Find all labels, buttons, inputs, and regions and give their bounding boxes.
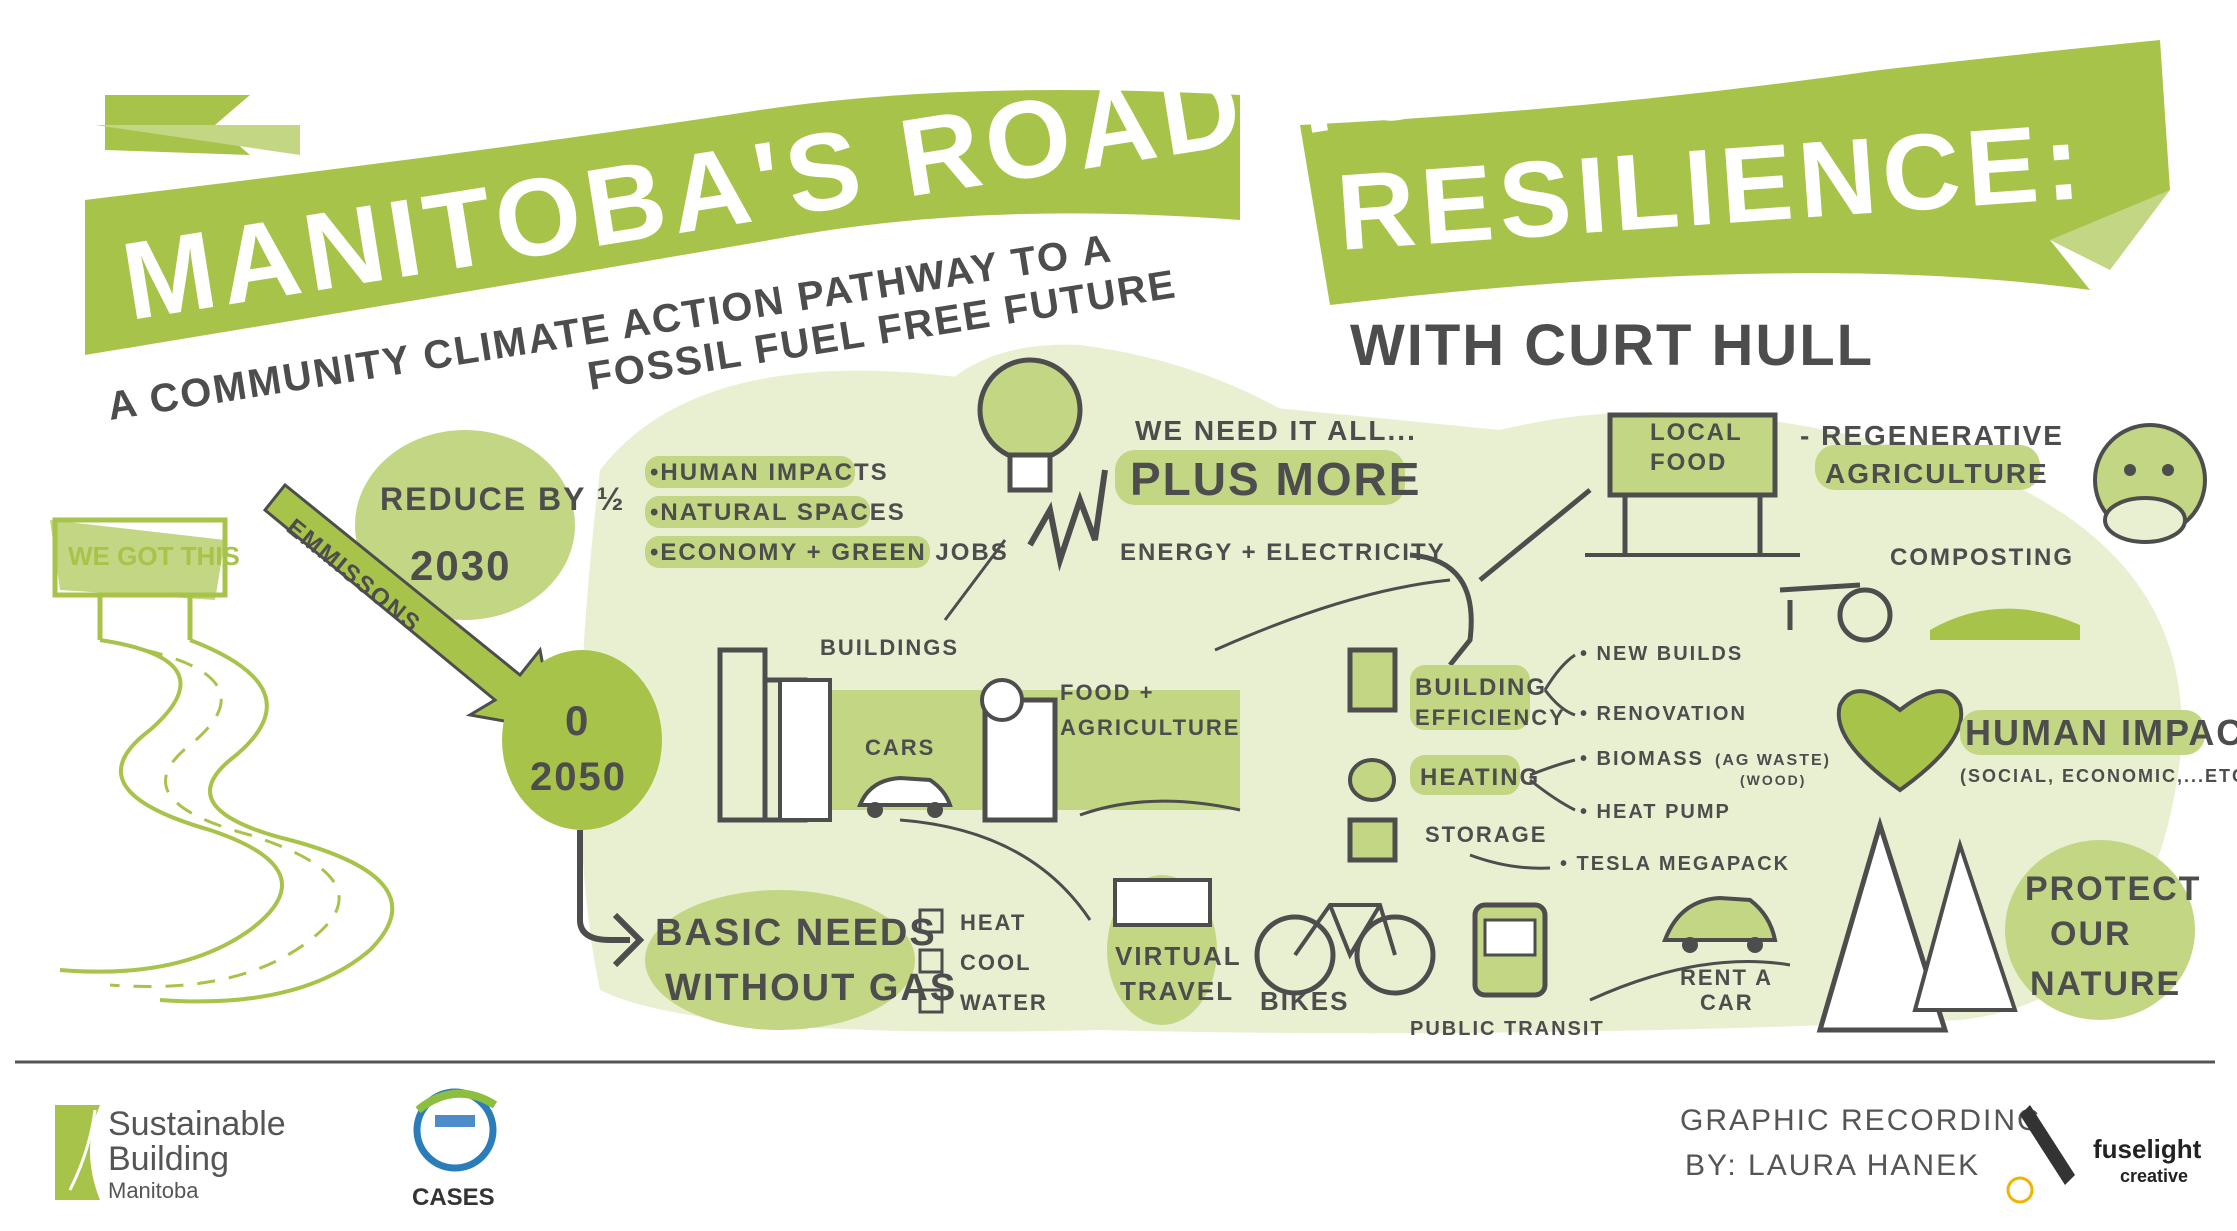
biomass-note-2: (WOOD)	[1740, 772, 1806, 788]
tractor-icon	[1779, 582, 2080, 643]
human-impacts-title: HUMAN IMPACTS	[1965, 712, 2237, 753]
transit-label: PUBLIC TRANSIT	[1410, 1018, 1605, 1040]
food-label-1: FOOD +	[1060, 680, 1155, 705]
sbm-logo	[55, 1105, 100, 1200]
local-food-1: LOCAL	[1650, 419, 1743, 446]
laptop-icon	[1113, 878, 1212, 927]
nature-circle	[2005, 840, 2195, 1020]
bus-icon	[1472, 902, 1548, 998]
bikes-label: BIKES	[1260, 986, 1349, 1016]
energy-arrow	[1409, 552, 1474, 667]
basic-needs-bubble	[645, 890, 915, 1030]
fuselight-name: fuselight	[2093, 1134, 2202, 1164]
tesla-megapack: • TESLA MEGAPACK	[1560, 853, 1790, 875]
fuselight-sub: creative	[2120, 1166, 2188, 1186]
new-builds: • NEW BUILDS	[1580, 643, 1743, 665]
fuselight-logo	[2006, 1105, 2075, 1204]
city-illustration	[717, 647, 1241, 823]
basic-line2: WITHOUT GAS	[665, 967, 957, 1009]
trees-icon	[1816, 816, 2018, 1033]
nature-line: OUR	[2050, 915, 2132, 953]
reduce-circle	[355, 430, 575, 620]
building-efficiency-2: EFFICIENCY	[1415, 705, 1566, 730]
impact-item: •NATURAL SPACES	[650, 499, 906, 526]
lightbulb-icon	[977, 357, 1108, 572]
rent-2: CAR	[1700, 990, 1754, 1015]
human-impacts-sub: (SOCIAL, ECONOMIC,...ETC)	[1960, 766, 2237, 786]
impact-item: •ECONOMY + GREEN JOBS	[650, 539, 1009, 566]
nature-line: PROTECT	[2025, 870, 2201, 908]
virtual-2: TRAVEL	[1120, 976, 1234, 1006]
need-line1: WE NEED IT ALL...	[1135, 415, 1417, 446]
credit-line2: BY: LAURA HANEK	[1685, 1149, 1980, 1182]
rent-1: RENT A	[1680, 965, 1773, 990]
reduce-year: 2030	[410, 542, 511, 589]
food-icon	[980, 678, 1024, 722]
storage-label: STORAGE	[1425, 822, 1547, 847]
checklist: HEAT COOL WATER	[918, 908, 1048, 1015]
bike-icon	[1254, 903, 1436, 996]
building-efficiency-1: BUILDING	[1415, 674, 1547, 701]
credit-line1: GRAPHIC RECORDING	[1680, 1104, 2042, 1137]
zero-year: 2050	[530, 755, 627, 799]
road-illustration: WE GOT THIS	[50, 517, 395, 1004]
food-arrow	[1478, 488, 1592, 582]
impacts-list: •HUMAN IMPACTS •NATURAL SPACES •ECONOMY …	[645, 456, 1009, 568]
reduce-text: REDUCE BY ½	[380, 481, 625, 517]
car-icon	[857, 775, 953, 807]
nature-line: NATURE	[2030, 965, 2181, 1003]
speaker-name: WITH CURT HULL	[1350, 313, 1874, 378]
rent-car-icon	[1589, 895, 1791, 1002]
biomass-note-1: (AG WASTE)	[1715, 752, 1831, 769]
biomass: • BIOMASS	[1580, 748, 1704, 770]
buildings-label: BUILDINGS	[820, 635, 959, 660]
regen-1: - REGENERATIVE	[1800, 420, 2064, 451]
check-water: WATER	[960, 990, 1048, 1015]
sbm-line2: Building	[108, 1140, 229, 1178]
virtual-1: VIRTUAL	[1115, 941, 1242, 971]
cars-label: CARS	[865, 735, 935, 760]
need-line2: PLUS MORE	[1130, 453, 1421, 505]
check-cool: COOL	[960, 950, 1032, 975]
road-sign-text: WE GOT THIS	[68, 541, 240, 571]
regen-2: AGRICULTURE	[1825, 458, 2049, 489]
zero-value: 0	[565, 697, 590, 744]
cases-label: CASES	[412, 1184, 495, 1211]
zero-circle	[502, 650, 662, 830]
heart-icon	[1836, 689, 1964, 793]
composting-label: COMPOSTING	[1890, 544, 2074, 571]
sbm-line3: Manitoba	[108, 1178, 199, 1203]
cow-icon	[2093, 423, 2207, 544]
impact-item: •HUMAN IMPACTS	[650, 459, 889, 486]
down-arrow	[577, 830, 630, 943]
local-food-2: FOOD	[1650, 449, 1727, 476]
check-heat: HEAT	[960, 910, 1026, 935]
heating-label: HEATING	[1420, 764, 1540, 791]
cases-logo	[413, 1088, 498, 1172]
energy-label: ENERGY + ELECTRICITY	[1120, 539, 1446, 566]
local-food-sign	[1585, 412, 1800, 557]
efficiency-icons	[1347, 647, 1398, 863]
food-label-2: AGRICULTURE	[1060, 715, 1240, 740]
basic-line1: BASIC NEEDS	[655, 912, 937, 954]
sbm-line1: Sustainable	[108, 1105, 286, 1143]
heat-pump: • HEAT PUMP	[1580, 801, 1731, 823]
renovation: • RENOVATION	[1580, 703, 1747, 725]
